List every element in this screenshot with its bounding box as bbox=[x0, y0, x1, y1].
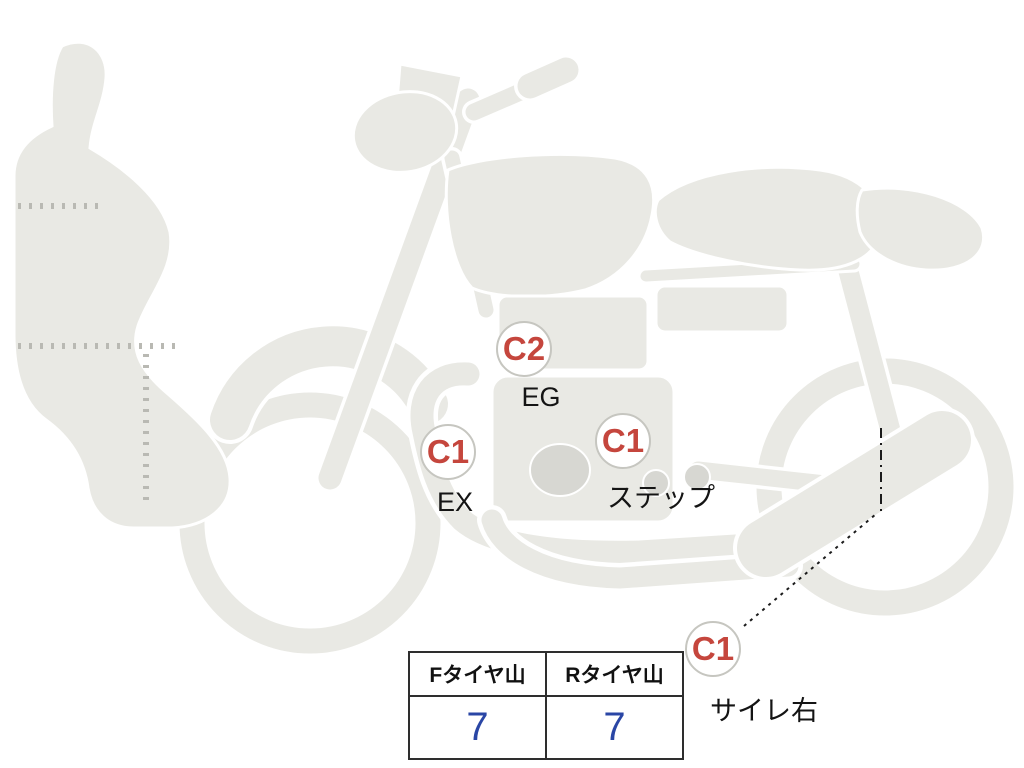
footpeg-right bbox=[683, 463, 711, 491]
footpeg-left bbox=[642, 469, 670, 497]
tire-tread-table: Fタイヤ山 Rタイヤ山 7 7 bbox=[408, 651, 684, 760]
muffler-silencer bbox=[733, 407, 975, 581]
damage-code: C1 bbox=[691, 630, 735, 667]
damage-marker-engine[interactable]: C2 bbox=[496, 321, 552, 377]
damage-label-silencer-right: サイレ右 bbox=[710, 696, 818, 726]
front-cowl bbox=[12, 40, 232, 530]
tail-cowl bbox=[855, 186, 986, 272]
damage-label-engine: EG bbox=[521, 382, 561, 412]
damage-code: C1 bbox=[601, 422, 645, 459]
headlight bbox=[351, 90, 459, 174]
front-tire-value: 7 bbox=[408, 695, 547, 760]
exhaust-lower-pipe bbox=[477, 505, 803, 594]
handlebar-grip bbox=[514, 54, 582, 102]
fuel-tank bbox=[444, 152, 656, 299]
damage-label-step: ステップ bbox=[607, 483, 715, 513]
engine-cover-detail bbox=[529, 443, 591, 497]
damage-marker-silencer-right[interactable]: C1 bbox=[685, 621, 741, 677]
front-tire-header: Fタイヤ山 bbox=[408, 651, 547, 697]
tire-table-value-row: 7 7 bbox=[408, 695, 684, 760]
rear-tire-header: Rタイヤ山 bbox=[545, 651, 684, 697]
tire-table-header-row: Fタイヤ山 Rタイヤ山 bbox=[408, 651, 684, 697]
silencer-leader-line bbox=[743, 513, 877, 627]
rear-shock bbox=[831, 244, 907, 454]
exhaust-header-pipe bbox=[406, 357, 784, 569]
damage-code: C2 bbox=[502, 330, 546, 367]
seat bbox=[653, 165, 882, 272]
damage-label-exhaust: EX bbox=[436, 487, 474, 517]
rear-tire-value: 7 bbox=[545, 695, 684, 760]
front-fender bbox=[206, 322, 452, 444]
side-cover bbox=[654, 284, 790, 334]
damage-marker-step[interactable]: C1 bbox=[595, 413, 651, 469]
damage-code: C1 bbox=[426, 433, 470, 470]
damage-marker-exhaust[interactable]: C1 bbox=[420, 424, 476, 480]
